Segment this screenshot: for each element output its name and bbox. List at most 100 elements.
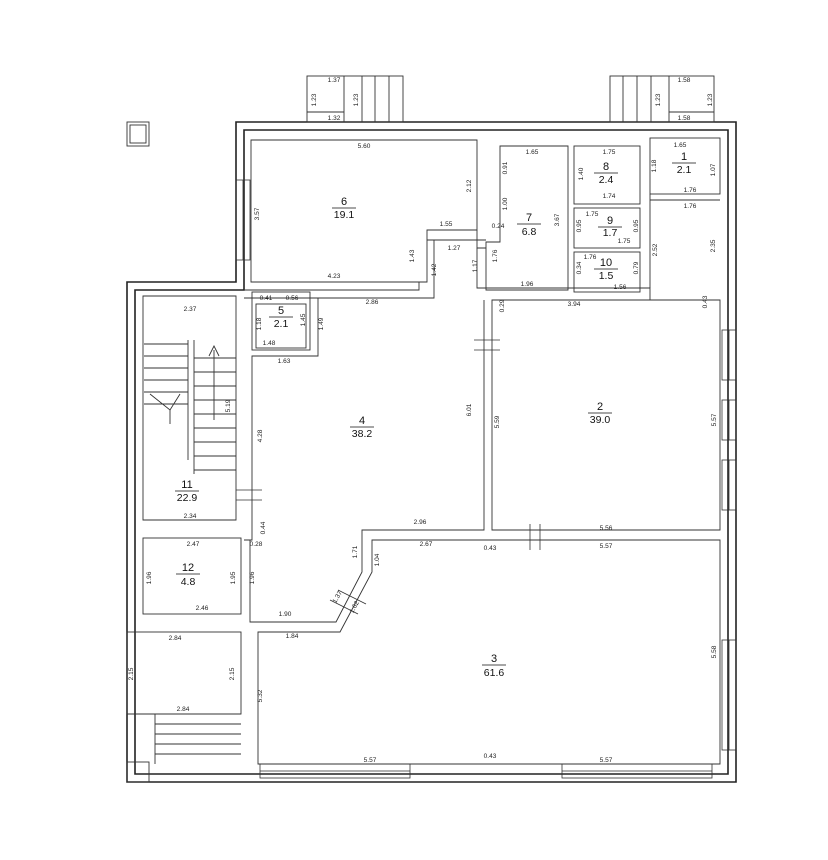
room-12-number: 12 xyxy=(182,562,194,574)
dimension-label: 2.46 xyxy=(196,605,209,612)
dimension-label: 2.12 xyxy=(466,179,473,192)
dimension-label: 1.37 xyxy=(328,77,341,84)
dimension-label: 5.56 xyxy=(600,525,613,532)
room-2-number: 2 xyxy=(597,401,603,413)
dimension-label: 1.75 xyxy=(586,211,599,218)
dimension-label: 1.43 xyxy=(409,249,416,262)
dimension-label: 1.45 xyxy=(300,313,307,326)
dimension-label: 1.96 xyxy=(146,571,153,584)
dimension-label: 1.18 xyxy=(651,159,658,172)
room-8-area: 2.4 xyxy=(599,174,614,186)
dimension-label: 0.91 xyxy=(502,161,509,174)
dimension-label: 5.57 xyxy=(600,543,613,550)
dimension-label: 0.29 xyxy=(499,299,506,312)
dimension-label: 1.63 xyxy=(278,358,291,365)
dimension-label: 0.24 xyxy=(492,223,505,230)
dimension-label: 4.28 xyxy=(257,429,264,442)
dimension-label: 1.07 xyxy=(710,163,717,176)
room-4-area: 38.2 xyxy=(352,428,373,440)
room-3-area: 61.6 xyxy=(484,667,505,679)
dimension-label: 0.43 xyxy=(484,545,497,552)
dimension-label: 1.18 xyxy=(256,317,263,330)
dimension-label: 2.86 xyxy=(366,299,379,306)
room-2-label: 2 39.0 xyxy=(588,401,612,426)
dimension-label: 2.96 xyxy=(414,519,427,526)
dimension-label: 1.00 xyxy=(502,197,509,210)
room-3-label: 3 61.6 xyxy=(482,653,506,679)
room-9-label: 9 1.7 xyxy=(598,215,622,239)
dimension-label: 1.62 xyxy=(349,600,362,615)
dimension-label: 1.84 xyxy=(286,633,299,640)
dimension-label: 0.41 xyxy=(260,295,273,302)
dimension-label: 1.75 xyxy=(603,149,616,156)
dimension-label: 3.57 xyxy=(254,207,261,220)
room-5-area: 2.1 xyxy=(274,318,289,330)
dimension-label: 0.28 xyxy=(250,541,263,548)
dimension-label: 0.34 xyxy=(576,261,583,274)
dimension-label: 1.40 xyxy=(578,167,585,180)
dimension-label: 1.65 xyxy=(674,142,687,149)
dimension-label: 2.34 xyxy=(184,513,197,520)
dimension-label: 1.76 xyxy=(584,254,597,261)
room-1-number: 1 xyxy=(681,151,687,163)
room-1-label: 1 2.1 xyxy=(672,151,696,176)
room-4-number: 4 xyxy=(359,415,365,427)
dimension-label: 0.95 xyxy=(633,219,640,232)
dimension-label: 2.52 xyxy=(652,243,659,256)
bottom-left-steps xyxy=(126,714,241,783)
top-left-steps xyxy=(306,75,404,123)
interior-walls xyxy=(126,137,721,765)
dimension-label: 1.58 xyxy=(678,115,691,122)
dimension-label: 1.76 xyxy=(684,187,697,194)
windows xyxy=(235,179,737,779)
dimension-label: 0.43 xyxy=(702,295,709,308)
dimension-label: 1.55 xyxy=(440,221,453,228)
dimension-label: 5.57 xyxy=(600,757,613,764)
dimension-label: 3.94 xyxy=(568,301,581,308)
room-7-label: 7 6.8 xyxy=(517,212,541,238)
dimension-label: 1.74 xyxy=(603,193,616,200)
room-2-area: 39.0 xyxy=(590,414,611,426)
room-3-number: 3 xyxy=(491,653,497,665)
exterior-walls xyxy=(126,121,737,783)
dimension-label: 1.23 xyxy=(311,93,318,106)
room-7-area: 6.8 xyxy=(522,226,537,238)
dimension-label: 2.37 xyxy=(184,306,197,313)
dimension-label: 5.57 xyxy=(711,413,718,426)
dimension-label: 1.56 xyxy=(614,284,627,291)
dimension-label: 2.67 xyxy=(420,541,433,548)
room-9-number: 9 xyxy=(607,215,613,227)
dimension-label: 2.15 xyxy=(128,667,135,680)
dimension-label: 1.23 xyxy=(655,93,662,106)
dimension-label: 1.32 xyxy=(328,115,341,122)
dimension-label: 1.75 xyxy=(618,238,631,245)
dimension-label: 6.01 xyxy=(466,403,473,416)
room-6-area: 19.1 xyxy=(334,209,355,221)
room-4-label: 4 38.2 xyxy=(350,415,374,440)
room-10-number: 10 xyxy=(600,257,612,269)
dimension-label: 2.84 xyxy=(177,706,190,713)
room-11-area: 22.9 xyxy=(177,492,198,504)
dimension-label: 0.95 xyxy=(576,219,583,232)
room-6-label: 6 19.1 xyxy=(332,196,356,221)
dimension-label: 1.49 xyxy=(318,317,325,330)
room-10-label: 10 1.5 xyxy=(594,257,618,282)
room-8-label: 8 2.4 xyxy=(594,161,618,186)
dimension-label: 2.35 xyxy=(710,239,717,252)
dimension-label: 5.19 xyxy=(225,399,232,412)
dimension-label: 1.71 xyxy=(352,545,359,558)
dimension-label: 2.84 xyxy=(169,635,182,642)
room-1-area: 2.1 xyxy=(677,164,692,176)
dimension-label: 1.90 xyxy=(279,611,292,618)
dimension-label: 1.48 xyxy=(263,340,276,347)
dimension-label: 2.15 xyxy=(229,667,236,680)
dimension-label: 1.23 xyxy=(353,93,360,106)
dimension-label: 5.57 xyxy=(364,757,377,764)
dimension-label: 5.59 xyxy=(494,415,501,428)
room-5-label: 5 2.1 xyxy=(269,305,293,330)
dimension-label: 1.17 xyxy=(472,259,479,272)
room-6-number: 6 xyxy=(341,196,347,208)
dimension-labels: 1.37 1.23 1.23 1.32 1.58 1.23 1.23 1.58 … xyxy=(128,77,718,764)
room-5-number: 5 xyxy=(278,305,284,317)
